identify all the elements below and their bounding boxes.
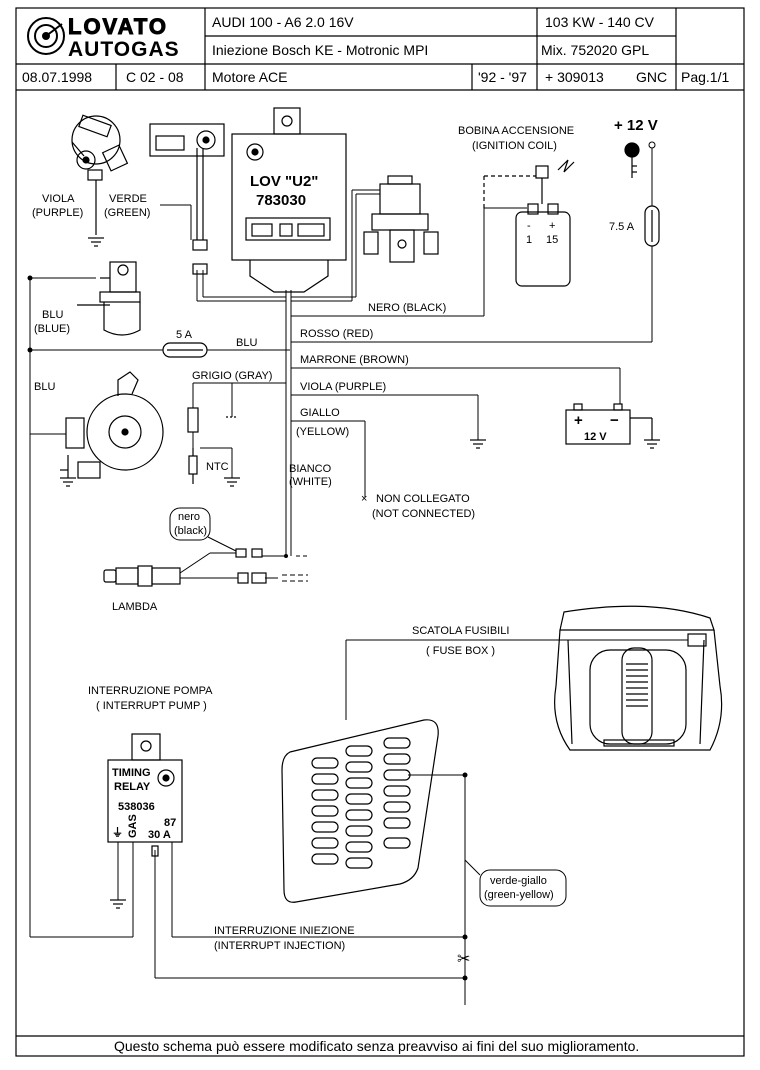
yellow-label: (YELLOW) (296, 426, 349, 438)
injector-valve (363, 175, 439, 263)
fuse-7-5a (644, 205, 660, 247)
viola-purple-label: VIOLA (PURPLE) (300, 381, 386, 393)
relay-ground-sign: ⏚ (112, 826, 123, 839)
blu-label-1: BLU (42, 309, 63, 321)
model-text: AUDI 100 - A6 2.0 16V (212, 14, 354, 30)
brand-line-1: LOVATO (68, 14, 168, 39)
battery (565, 403, 653, 445)
cut-scissors-icon: ✂ (457, 951, 470, 968)
coil-label-it: BOBINA ACCENSIONE (458, 125, 574, 137)
battery-plus: + (574, 412, 583, 429)
power-text: 103 KW - 140 CV (545, 14, 655, 30)
footer-note: Questo schema può essere modificato senz… (114, 1038, 639, 1054)
brand-line-2: AUTOGAS (68, 38, 180, 61)
years-text: '92 - '97 (478, 69, 527, 85)
giallo-label: GIALLO (300, 407, 340, 419)
nero-black-callout: nero (black) (169, 507, 211, 541)
marrone-brown-label: MARRONE (BROWN) (300, 354, 409, 366)
engine-text: Motore ACE (212, 69, 287, 85)
timing-relay (107, 733, 183, 857)
ecu-module (231, 107, 347, 293)
relay-87: 87 (164, 817, 176, 829)
ignition-coil (483, 159, 575, 287)
coil-label-en: (IGNITION COIL) (472, 140, 557, 152)
switch-panel (149, 123, 225, 275)
injection-text: Iniezione Bosch KE - Motronic MPI (212, 42, 428, 58)
blue-label-1: (BLUE) (34, 323, 70, 335)
green-label: (GREEN) (104, 207, 150, 219)
white-label: (WHITE) (289, 476, 332, 488)
lambda-label: LAMBDA (112, 601, 158, 613)
blu-label-3: BLU (34, 381, 55, 393)
gnc-text: GNC (636, 69, 667, 85)
pump-label-en: ( INTERRUPT PUMP ) (96, 700, 207, 712)
grigio-gray-label: GRIGIO (GRAY) (192, 370, 272, 382)
non-collegato-label: NON COLLEGATO (376, 493, 470, 505)
code-text: C 02 - 08 (126, 69, 184, 85)
relay-gas: GAS (127, 814, 139, 838)
gas-valve (99, 261, 141, 336)
coil-minus-sign: - (527, 220, 531, 232)
supply-12v: + 12 V (614, 117, 658, 134)
relay-line-2: RELAY (114, 781, 151, 793)
ecu-name: LOV "U2" (250, 173, 318, 190)
battery-voltage: 12 V (584, 431, 607, 443)
injection-label-it: INTERRUZIONE INIEZIONE (214, 925, 355, 937)
not-connected-label: (NOT CONNECTED) (372, 508, 475, 520)
title-block (15, 7, 745, 1057)
fuse-5a (162, 342, 208, 358)
ignition-key (624, 142, 640, 178)
nero-text: nero (178, 511, 200, 523)
relay-30a: 30 A (148, 829, 171, 841)
ecu-code: 783030 (256, 192, 306, 209)
battery-minus: − (610, 412, 619, 429)
pump-label-it: INTERRUZIONE POMPA (88, 685, 213, 697)
wires (29, 145, 688, 1005)
purple-label: (PURPLE) (32, 207, 83, 219)
ntc-label: NTC (206, 461, 229, 473)
injection-label-en: (INTERRUPT INJECTION) (214, 940, 345, 952)
verde-giallo-text: verde-giallo (490, 875, 547, 887)
rosso-red-label: ROSSO (RED) (300, 328, 373, 340)
fusebox-label-en: ( FUSE BOX ) (426, 645, 495, 657)
kit-text: + 309013 (545, 69, 604, 85)
black-text: (black) (174, 525, 207, 537)
fusebox-label-it: SCATOLA FUSIBILI (412, 625, 509, 637)
verde-label: VERDE (109, 193, 147, 205)
junctions (27, 141, 656, 981)
ntc-sensor (187, 407, 199, 484)
mix-text: Mix. 752020 GPL (541, 42, 649, 58)
relay-line-1: TIMING (112, 767, 151, 779)
not-connected-cross: × (361, 493, 367, 505)
lovato-logo: LOVATO AUTOGAS (27, 14, 180, 61)
fuse-panel (281, 719, 439, 903)
bianco-label: BIANCO (289, 463, 332, 475)
viola-label: VIOLA (42, 193, 75, 205)
distributor (71, 114, 129, 235)
verde-giallo-callout: verde-giallo (green-yellow) (479, 869, 567, 907)
coil-plus-sign: + (549, 220, 555, 232)
date-text: 08.07.1998 (22, 69, 92, 85)
coil-terminal-15: 15 (546, 234, 558, 246)
page-text: Pag.1/1 (681, 69, 729, 85)
car-fuse-box-view (554, 605, 723, 751)
lambda-sensor (103, 548, 267, 587)
nero-black-label: NERO (BLACK) (368, 302, 446, 314)
blu-label-2: BLU (236, 337, 257, 349)
relay-code: 538036 (118, 801, 155, 813)
coil-terminal-1: 1 (526, 234, 532, 246)
fuse-5a-label: 5 A (176, 329, 193, 341)
reducer (60, 371, 164, 479)
fuse-7-5a-label: 7.5 A (609, 221, 635, 233)
green-yellow-text: (green-yellow) (484, 889, 554, 901)
